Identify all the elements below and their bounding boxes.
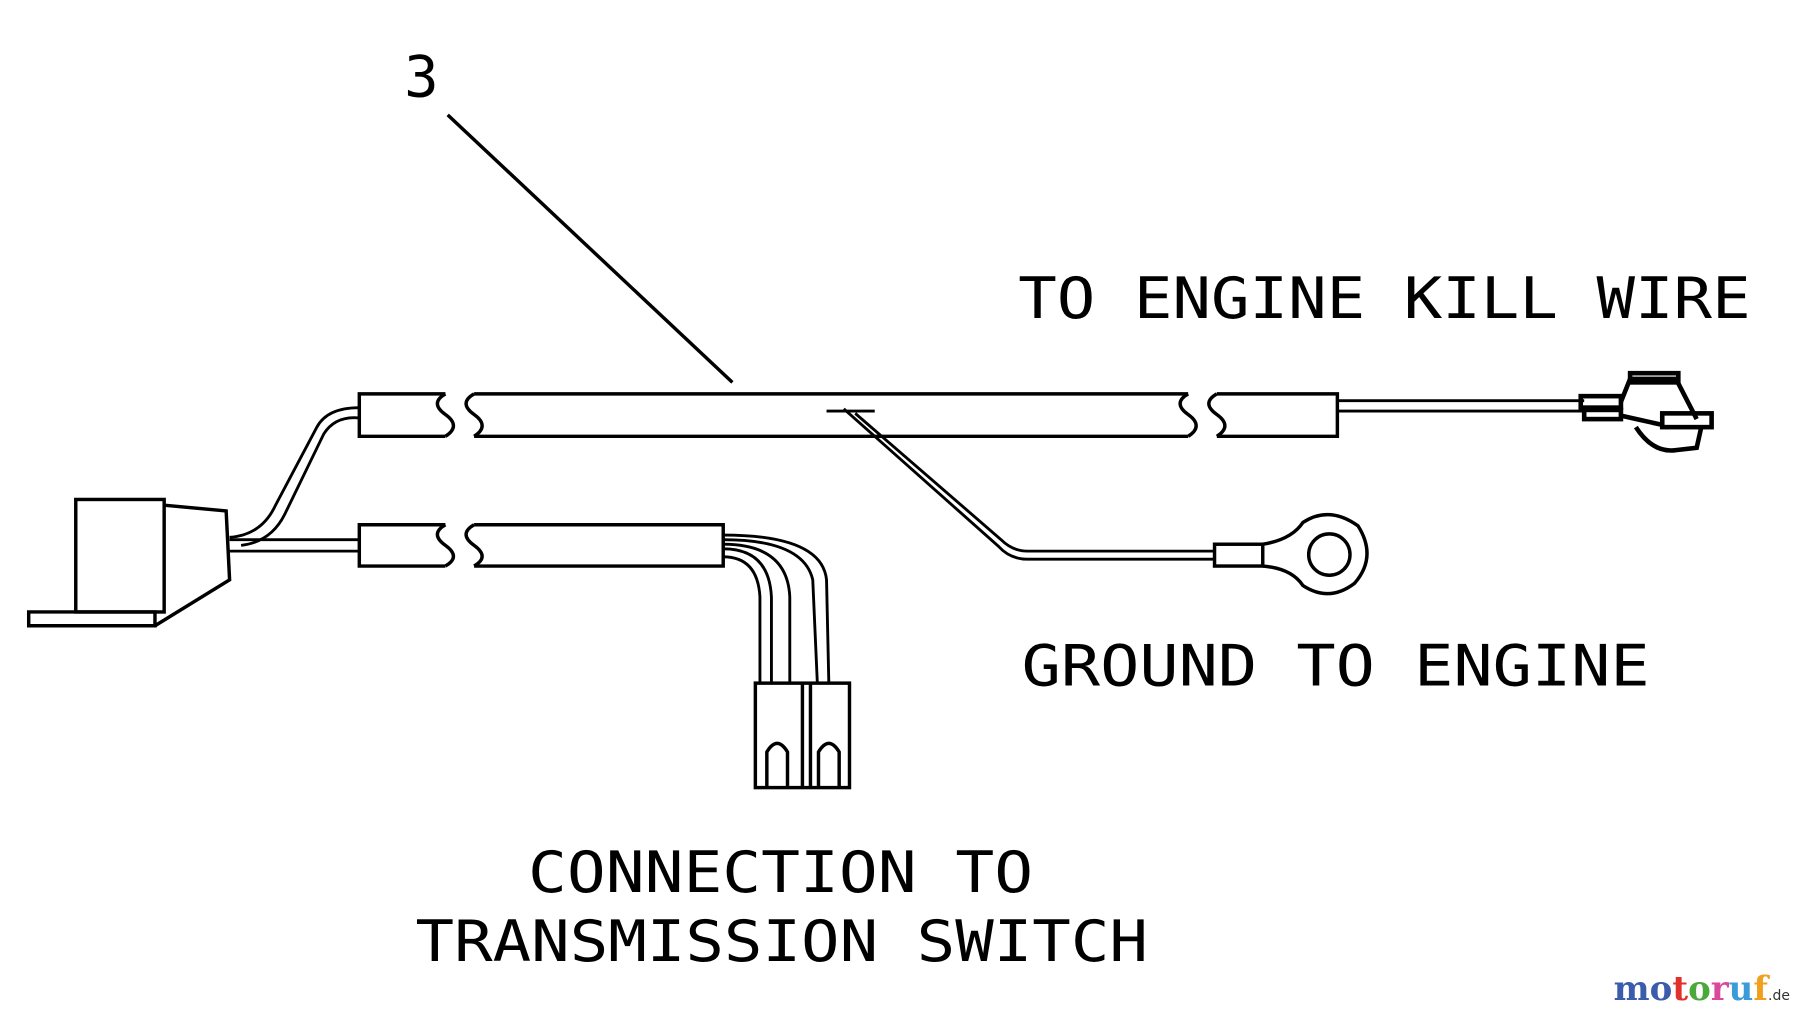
upper-harness-sheath [357, 392, 1340, 439]
switch-wires [229, 406, 360, 553]
ground-wire [826, 407, 1215, 561]
ring-terminal [1212, 512, 1369, 596]
spade-terminal [1578, 370, 1714, 453]
transmission-label-line1: CONNECTION TO [528, 839, 1033, 906]
transmission-connector [753, 681, 852, 790]
ground-label: GROUND TO ENGINE [1022, 632, 1650, 699]
switch-component [26, 497, 232, 628]
callout-number: 3 [404, 44, 439, 111]
transmission-wires [723, 533, 831, 684]
engine-kill-wire [1337, 399, 1585, 413]
motoruf-watermark-logo: motoruf.de [1613, 969, 1790, 1009]
lower-harness-sheath [357, 522, 725, 568]
callout-leader-line [446, 113, 734, 384]
engine-kill-label: TO ENGINE KILL WIRE [1018, 265, 1750, 332]
transmission-label-line2: TRANSMISSION SWITCH [416, 908, 1148, 975]
